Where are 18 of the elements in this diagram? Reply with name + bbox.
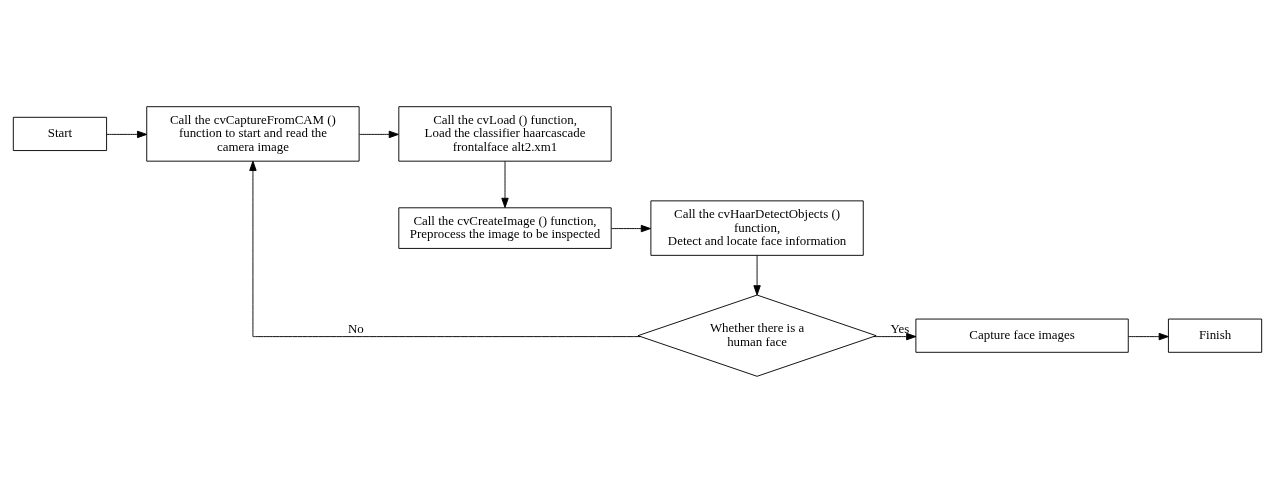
arrow (873, 332, 917, 341)
edge-label: No (347, 321, 364, 337)
edge-label: Yes (890, 321, 910, 337)
node-box: Capture face images (915, 318, 1129, 353)
arrow (501, 160, 509, 208)
node-box: Start (12, 116, 108, 151)
arrow (106, 130, 148, 139)
node-diamond: Whether there is a human face (637, 294, 877, 377)
arrow (611, 224, 651, 233)
node-box: Finish (1167, 318, 1263, 353)
node-box: Call the cvCreateImage () function, Preprocess the image to be inspected (398, 207, 612, 249)
arrow (249, 160, 641, 338)
arrow (753, 255, 761, 296)
arrow (1128, 332, 1169, 341)
node-box: Call the cvHaarDetectObjects () function, Detect and locate face information (650, 200, 864, 256)
arrow (359, 130, 399, 139)
node-box: Call the cvCaptureFromCAM () function to start and read the camera image (146, 106, 360, 162)
node-box: Call the cvLoad () function, Load the classifier haarcascade frontalface alt2.xm1 (398, 106, 612, 162)
